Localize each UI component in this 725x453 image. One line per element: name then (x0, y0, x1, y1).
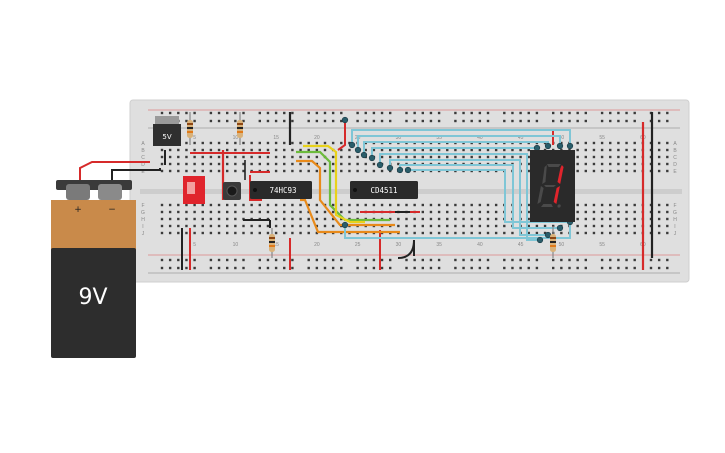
wire-end (404, 166, 412, 174)
voltage-regulator[interactable]: 5V (153, 116, 181, 146)
segment-dp (557, 204, 561, 208)
row-letter-right: I (674, 224, 675, 230)
battery-minus-label: − (108, 205, 116, 215)
row-letter-right: H (673, 217, 677, 223)
column-number-bottom: 30 (396, 242, 402, 248)
column-number-bottom: 45 (518, 242, 524, 248)
resistor-3 (269, 228, 275, 258)
column-number-bottom: 50 (559, 242, 565, 248)
wire-end (341, 116, 349, 124)
column-number-bottom: 35 (436, 242, 442, 248)
column-number-top: 40 (477, 135, 483, 141)
column-number-bottom: 5 (193, 242, 196, 248)
segment-a (547, 164, 561, 167)
row-letter-left: A (141, 141, 145, 147)
column-number-bottom: 15 (273, 242, 279, 248)
wire-end (386, 164, 394, 172)
row-letter-left: H (141, 217, 145, 223)
wire-end (360, 151, 368, 159)
column-number-top: 30 (396, 135, 402, 141)
wire-end (556, 142, 564, 150)
segment-g (544, 185, 557, 187)
segment-f (542, 165, 547, 184)
wire-end (396, 166, 404, 174)
row-letter-left: F (141, 203, 144, 209)
decoder-chip-label: CD4511 (370, 186, 397, 195)
wire-end (544, 142, 552, 150)
pushbutton[interactable] (223, 182, 241, 200)
wire-end (536, 236, 544, 244)
column-number-bottom: 10 (233, 242, 239, 248)
battery-leads (79, 161, 161, 182)
slide-switch[interactable] (183, 176, 205, 204)
row-letter-left: I (142, 224, 143, 230)
battery-voltage-label: 9V (78, 285, 107, 310)
row-letter-left: B (141, 148, 145, 154)
wire-end (566, 142, 574, 150)
segment-e (537, 186, 544, 204)
row-letter-right: F (673, 203, 676, 209)
wire-end (341, 221, 349, 229)
wire-end (533, 144, 541, 152)
column-number-top: 20 (314, 135, 320, 141)
resistor-2 (237, 112, 243, 145)
segment-d (540, 204, 553, 207)
column-number-top: 15 (273, 135, 279, 141)
row-letter-left: D (141, 162, 145, 168)
row-letter-right: E (673, 169, 677, 175)
row-letter-right: D (673, 162, 677, 168)
wire-end (376, 161, 384, 169)
column-number-top: 35 (436, 135, 442, 141)
row-letter-left: C (141, 155, 145, 161)
decoder-chip[interactable]: CD4511 (350, 181, 418, 199)
column-number-bottom: 25 (355, 242, 361, 248)
row-letter-left: J (142, 231, 145, 237)
nine-volt-battery[interactable]: + − 9V (51, 180, 136, 358)
rail-jumpers (164, 112, 654, 270)
column-number-top: 5 (193, 135, 196, 141)
wire-end (556, 224, 564, 232)
regulator-label: 5V (162, 133, 171, 141)
row-letter-left: G (141, 210, 145, 216)
wire-end (368, 154, 376, 162)
wire-end (544, 231, 552, 239)
row-letter-right: J (674, 231, 677, 237)
column-number-top: 50 (559, 135, 565, 141)
column-number-bottom: 40 (477, 242, 483, 248)
wire-end (348, 141, 356, 149)
battery-plus-label: + (74, 205, 82, 215)
resistor-4 (550, 226, 556, 258)
column-number-bottom: 55 (599, 242, 605, 248)
column-number-top: 55 (599, 135, 605, 141)
row-letter-left: E (141, 169, 145, 175)
column-number-top: 10 (233, 135, 239, 141)
resistor-1 (187, 112, 193, 145)
row-letter-right: B (673, 148, 677, 154)
counter-chip[interactable]: 74HC93 (250, 181, 312, 199)
column-number-top: 45 (518, 135, 524, 141)
row-letter-right: A (673, 141, 677, 147)
counter-chip-label: 74HC93 (269, 186, 296, 195)
wire-end (354, 146, 362, 154)
seven-segment-display: 1 (530, 150, 575, 222)
segment-b (557, 165, 564, 184)
row-letter-right: C (673, 155, 677, 161)
row-letter-right: G (673, 210, 677, 216)
column-number-bottom: 20 (314, 242, 320, 248)
segment-c (553, 186, 560, 204)
